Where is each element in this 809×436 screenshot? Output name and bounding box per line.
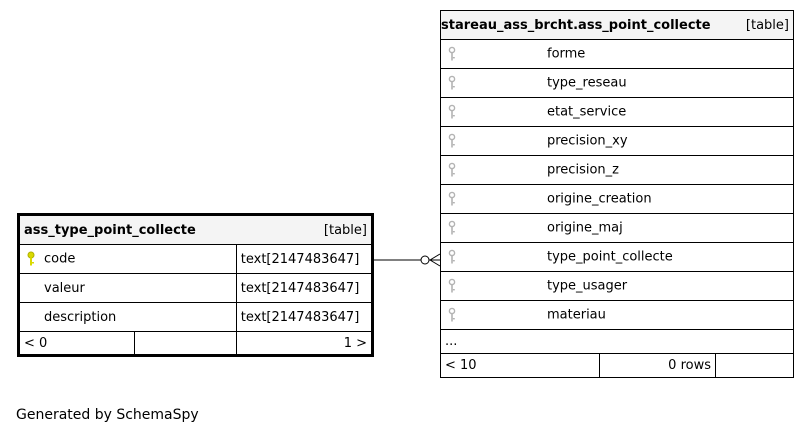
primary-key-icon [27,251,35,266]
table-header: stareau_ass_brcht.ass_point_collecte [ta… [440,10,794,40]
table-name: ass_type_point_collecte [24,222,196,238]
table-ass-point-collecte: stareau_ass_brcht.ass_point_collecte [ta… [440,10,794,378]
children-count: < 0 [18,331,135,356]
column-row: description text[2147483647] [18,302,374,332]
crows-foot-icon [429,253,441,267]
more-columns-ellipsis: ... [440,329,794,354]
column-name: origine_maj [547,220,623,236]
column-type: text[2147483647] [235,244,374,274]
table-footer: < 10 0 rows [440,353,794,378]
column-name: origine_creation [547,191,652,207]
foreign-key-icon [448,133,456,148]
foreign-key-icon [448,75,456,90]
table-type-label: [table] [323,222,367,238]
foreign-key-icon [448,307,456,322]
table-footer: < 0 1 > [18,331,374,356]
generated-by-note: Generated by SchemaSpy [16,407,199,423]
more-columns-row: ... [440,329,794,354]
column-row: type_usager [440,271,794,301]
column-name: type_usager [547,278,628,294]
column-name: description [44,309,117,325]
foreign-key-icon [448,162,456,177]
column-type: text[2147483647] [235,273,374,303]
column-name: valeur [44,280,85,296]
foreign-key-icon [448,191,456,206]
foreign-key-icon [448,249,456,264]
table-name: stareau_ass_brcht.ass_point_collecte [441,17,711,33]
foreign-key-icon [448,46,456,61]
column-name: forme [547,46,586,62]
column-name: precision_xy [547,133,628,149]
column-row: type_point_collecte [440,242,794,272]
column-row: valeur text[2147483647] [18,273,374,303]
column-name: code [44,251,76,267]
table-header: ass_type_point_collecte [table] [18,214,373,245]
column-row: materiau [440,300,794,330]
column-name: etat_service [547,104,627,120]
row-count: 0 rows [599,353,716,378]
column-name: type_reseau [547,75,627,91]
children-count: < 10 [440,353,600,378]
column-name: type_point_collecte [547,249,673,265]
column-name: materiau [547,307,606,323]
table-type-label: [table] [745,17,789,33]
foreign-key-icon [448,278,456,293]
foreign-key-icon [448,104,456,119]
parents-count: 1 > [235,331,374,356]
foreign-key-icon [448,220,456,235]
zero-cardinality-icon [420,255,430,265]
column-name: precision_z [547,162,619,178]
table-ass-type-point-collecte: ass_type_point_collecte [table] code tex… [17,213,374,357]
column-row: code text[2147483647] [18,244,374,274]
